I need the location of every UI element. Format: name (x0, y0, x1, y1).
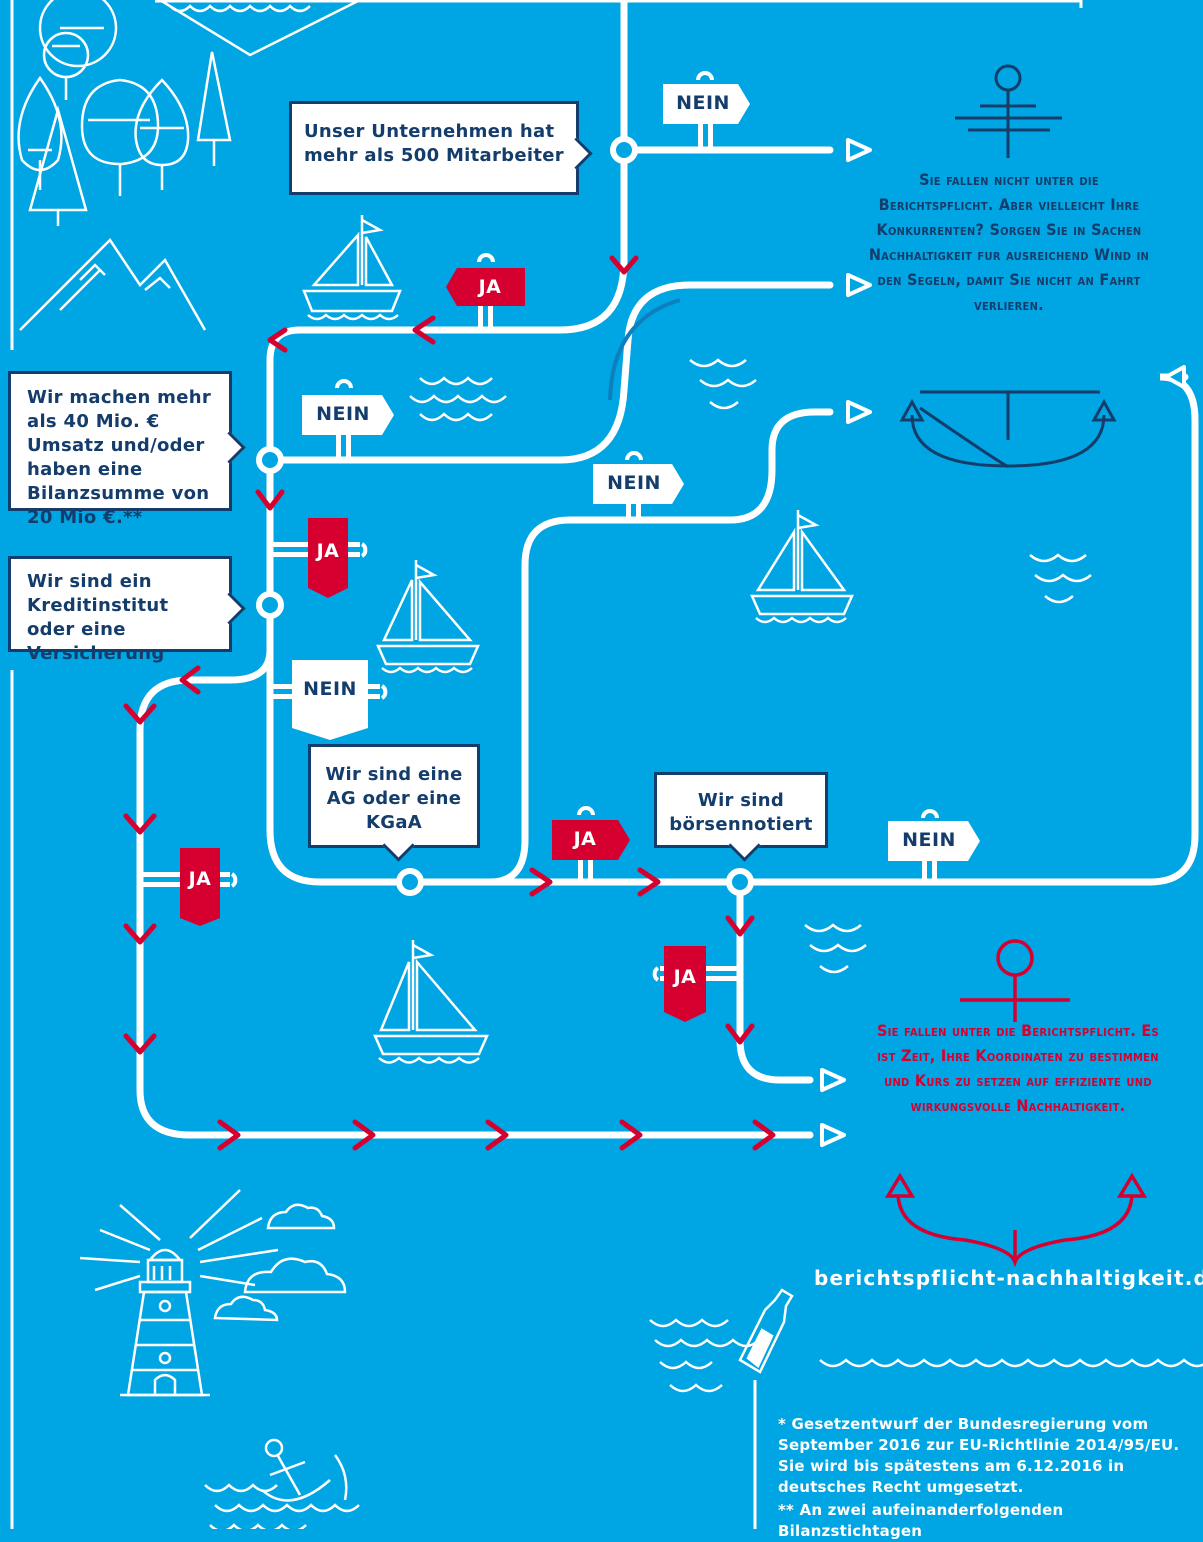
signpost-label-ja-5: JA (673, 966, 697, 988)
footnote-2-text: ** An zwei aufeinanderfolgenden Bilanzst… (778, 1501, 1064, 1540)
signpost-nein-1 (663, 71, 750, 150)
red-chevrons (123, 255, 776, 1151)
result-not-required-text: Sie fallen nicht unter die Berichtspflic… (868, 170, 1150, 314)
question-credit-text: Wir sind ein Kreditinstitut oder eine Ve… (27, 571, 169, 664)
signpost-nein-3 (270, 660, 388, 740)
bottle-icon (738, 1288, 794, 1374)
question-listed: Wir sind börsennotiert (654, 772, 828, 862)
sunken-anchor-icon (204, 1438, 360, 1529)
signpost-label-ja-2: JA (316, 540, 340, 562)
question-employees-text: Unser Unternehmen hat mehr als 500 Mitar… (304, 121, 564, 166)
signpost-label-nein-5: NEIN (902, 829, 956, 851)
result-required-text: Sie fallen unter die Berichtspflicht. Es… (877, 1021, 1159, 1115)
signpost-label-ja-4: JA (573, 828, 597, 850)
question-revenue-text: Wir machen mehr als 40 Mio. € Umsatz und… (27, 387, 211, 528)
signpost-ja-4 (552, 806, 630, 882)
anchor-red (884, 939, 1148, 1268)
question-listed-text: Wir sind börsennotiert (669, 790, 813, 835)
wave-decor (409, 358, 1203, 1393)
footnote-1: * Gesetzentwurf der Bundesregierung vom … (778, 1414, 1188, 1498)
question-credit: Wir sind ein Kreditinstitut oder eine Ve… (8, 556, 246, 664)
arrow-heads (820, 138, 1186, 1147)
signpost-label-nein-1: NEIN (676, 92, 730, 114)
sailboat-icons (302, 215, 854, 1064)
signpost-ja-5 (652, 946, 742, 1022)
signpost-ja-3 (140, 848, 238, 926)
footnote-1-text: * Gesetzentwurf der Bundesregierung vom … (778, 1415, 1180, 1496)
decision-nodes (256, 136, 754, 896)
question-ag: Wir sind eine AG oder eine KGaA (308, 744, 480, 862)
frame-lines (10, 0, 1083, 1529)
signpost-label-nein-3: NEIN (303, 678, 357, 700)
signpost-nein-5 (888, 809, 980, 882)
question-ag-text: Wir sind eine AG oder eine KGaA (325, 764, 463, 833)
question-revenue: Wir machen mehr als 40 Mio. € Umsatz und… (8, 371, 246, 528)
signpost-ja-1 (446, 253, 525, 330)
signpost-ja-2 (270, 518, 368, 598)
signpost-nein-2 (302, 379, 394, 460)
signpost-label-ja-3: JA (188, 868, 212, 890)
question-employees: Unser Unternehmen hat mehr als 500 Mitar… (289, 101, 593, 195)
anchor-navy (899, 64, 1117, 468)
result-not-required: Sie fallen nicht unter die Berichtspflic… (868, 167, 1150, 317)
signpost-label-ja-1: JA (478, 276, 502, 298)
signpost-label-nein-2: NEIN (316, 403, 370, 425)
decor-trees (17, 0, 361, 331)
signpost-label-nein-4: NEIN (607, 472, 661, 494)
signpost-nein-4 (593, 451, 684, 520)
result-required: Sie fallen unter die Berichtspflicht. Es… (872, 1018, 1164, 1118)
lighthouse-icon (79, 1189, 347, 1397)
website-url: berichtspflicht-nachhaltigkeit.de (814, 1266, 1203, 1290)
footnote-2: ** An zwei aufeinanderfolgenden Bilanzst… (778, 1500, 1108, 1542)
